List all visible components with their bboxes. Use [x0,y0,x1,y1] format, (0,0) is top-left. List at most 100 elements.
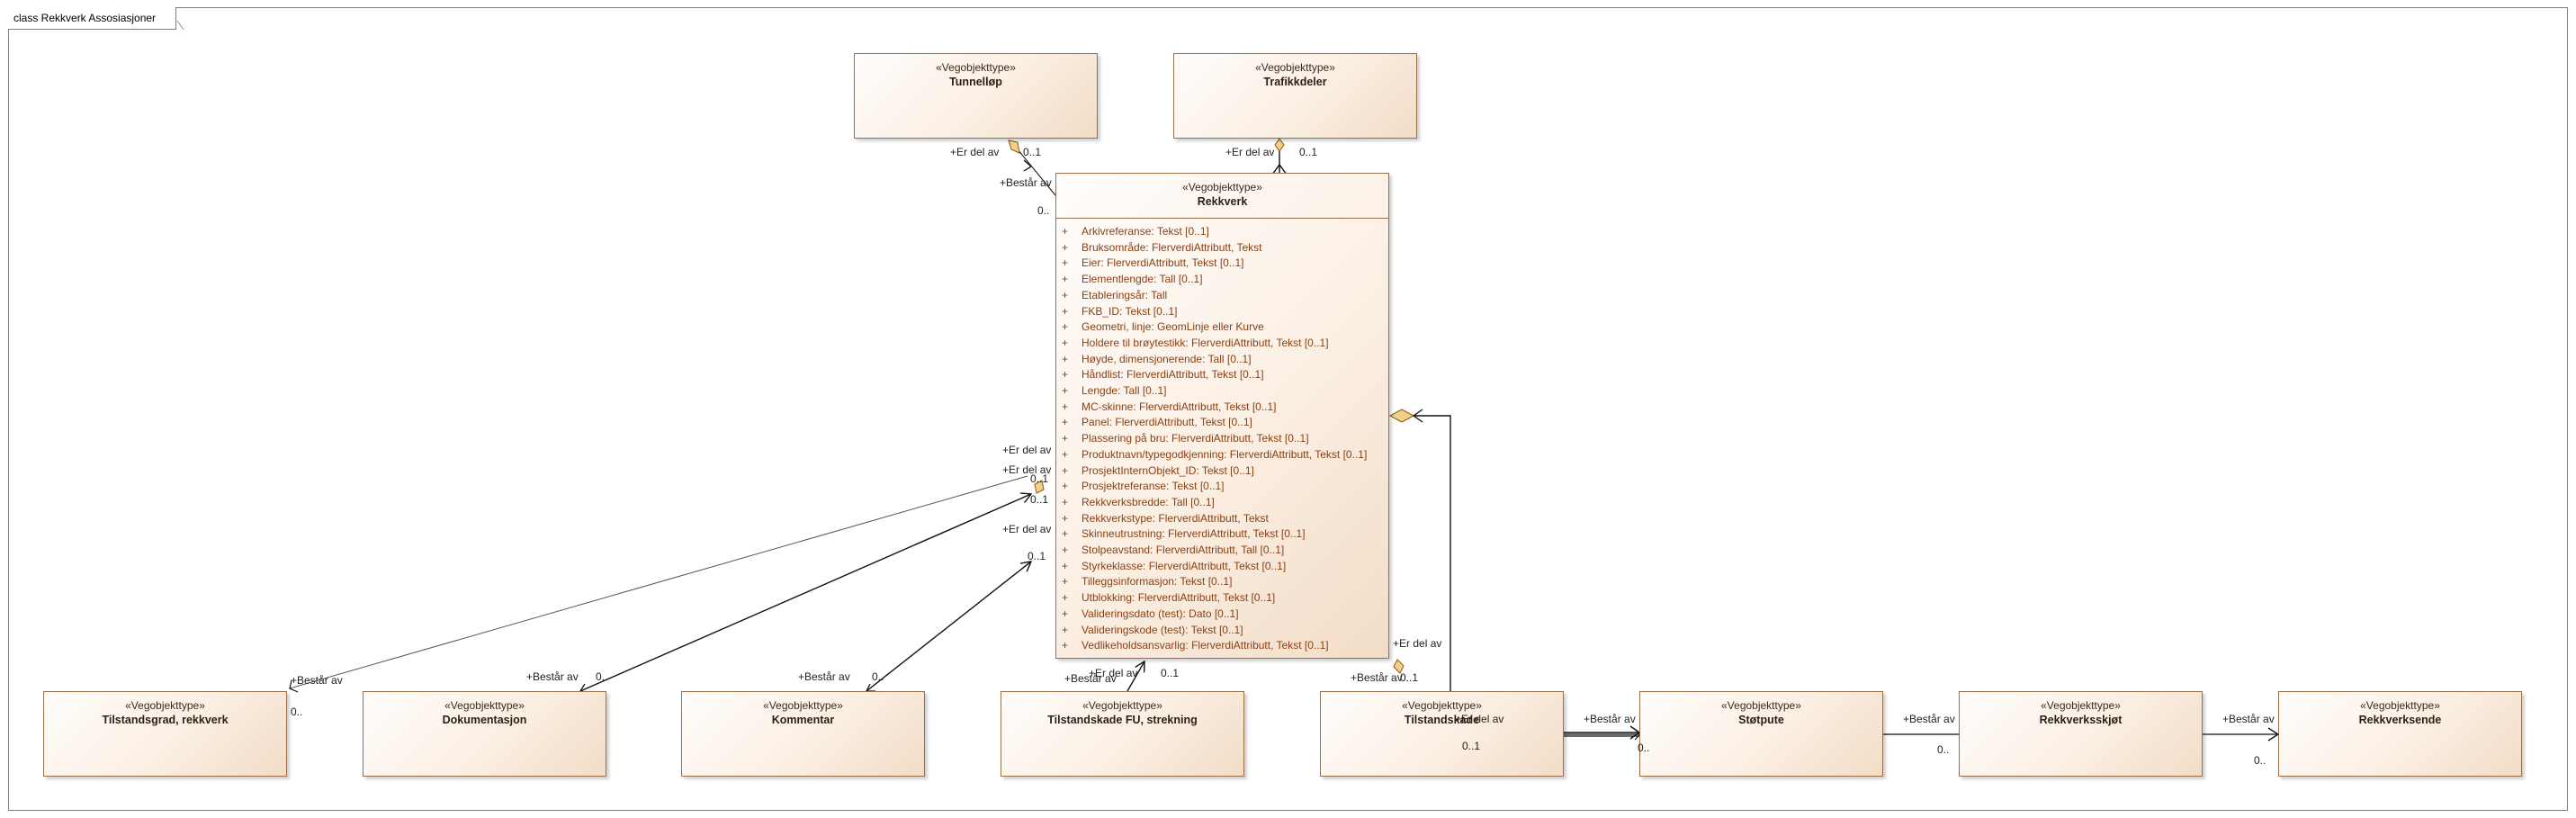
edge-tilstandsgrad [289,475,1028,689]
multiplicity-label: 0..1 [1030,493,1049,506]
visibility-marker: + [1062,240,1069,254]
multiplicity-label: 0.. [872,670,884,683]
edge-dokumentasjon [579,494,1031,692]
class-name: Rekkverksskjøt [2039,714,2123,726]
attribute-row[interactable]: +Styrkeklasse: FlerverdiAttributt, Tekst… [1062,559,1385,575]
stereotype-label: «Vegobjekttype» [2360,699,2440,712]
attribute-row[interactable]: + Bruksområde: FlerverdiAttributt, Tekst [1062,240,1385,256]
multiplicity-label: 0..1 [1030,472,1049,485]
role-label: +Er del av [1002,463,1052,476]
attribute-text: FKB_ID: Tekst [0..1] [1082,304,1178,318]
attribute-row[interactable]: + Elementlengde: Tall [0..1] [1062,272,1385,288]
attribute-text: Bruksområde: FlerverdiAttributt, Tekst [1082,240,1262,254]
role-label: +Er del av [1393,637,1442,650]
class-name: Tilstandskade [1404,714,1480,726]
multiplicity-label: 0.. [596,670,608,683]
role-label: +Består av [1584,713,1636,725]
attribute-text: Styrkeklasse: FlerverdiAttributt, Tekst … [1082,559,1287,572]
class-dokumentasjon[interactable]: «Vegobjekttype» Dokumentasjon [363,691,606,777]
class-name: Dokumentasjon [442,714,527,726]
role-label: +Består av [2222,713,2275,725]
attribute-row[interactable]: +Geometri, linje: GeomLinje eller Kurve [1062,319,1385,336]
multiplicity-label: 0.. [1638,742,1650,754]
edge-kommentar [866,562,1031,692]
visibility-marker: + [1062,336,1069,349]
attribute-row[interactable]: +Plassering på bru: FlerverdiAttributt, … [1062,431,1385,447]
attribute-row[interactable]: +Etableringsår: Tall [1062,288,1385,304]
class-rekkverksende[interactable]: «Vegobjekttype» Rekkverksende [2278,691,2522,777]
attribute-row[interactable]: +Rekkverksbredde: Tall [0..1] [1062,495,1385,511]
attribute-row[interactable]: + Valideringskode (test): Tekst [0..1] [1062,623,1385,639]
attribute-text: Tilleggsinformasjon: Tekst [0..1] [1082,575,1233,589]
attribute-row[interactable]: +MC-skinne: FlerverdiAttributt, Tekst [0… [1062,400,1385,416]
attribute-text: Skinneutrustning: FlerverdiAttributt, Te… [1082,527,1306,541]
class-trafikkdeler[interactable]: «Vegobjekttype» Trafikkdeler [1173,53,1417,139]
visibility-marker: + [1062,447,1069,461]
attribute-row[interactable]: +Lengde: Tall [0..1] [1062,383,1385,400]
class-tilstandsgrad[interactable]: «Vegobjekttype» Tilstandsgrad, rekkverk [43,691,287,777]
visibility-marker: + [1062,352,1069,365]
attribute-text: Elementlengde: Tall [0..1] [1082,273,1203,286]
attribute-row[interactable]: +Vedlikeholdsansvarlig: FlerverdiAttribu… [1062,638,1385,654]
edge-tilstandskade-fu [1126,661,1144,692]
role-label: +Er del av [1002,523,1052,535]
attribute-text: Høyde, dimensjonerende: Tall [0..1] [1082,352,1252,365]
role-label: +Består av [291,674,343,687]
visibility-marker: + [1062,544,1069,557]
class-name: Tunnelløp [949,76,1002,88]
attribute-text: Produktnavn/typegodkjenning: FlerverdiAt… [1082,447,1368,461]
class-name: Kommentar [771,714,835,726]
multiplicity-label: 0.. [291,706,303,718]
attribute-row[interactable]: +ProsjektInternObjekt_ID: Tekst [0..1] [1062,463,1385,480]
class-tilstandskade[interactable]: «Vegobjekttype» Tilstandskade [1320,691,1564,777]
attribute-row[interactable]: + Eier: FlerverdiAttributt, Tekst [0..1] [1062,256,1385,272]
attribute-row[interactable]: + Panel: FlerverdiAttributt, Tekst [0..1] [1062,415,1385,431]
attribute-text: Valideringskode (test): Tekst [0..1] [1082,623,1243,636]
visibility-marker: + [1062,416,1069,429]
visibility-marker: + [1062,623,1069,636]
role-label: +Er del av [1455,713,1504,725]
class-tunnellop[interactable]: «Vegobjekttype» Tunnelløp [854,53,1098,139]
attribute-row[interactable]: +Håndlist: FlerverdiAttributt, Tekst [0.… [1062,367,1385,383]
role-label: +Er del av [1089,667,1138,679]
visibility-marker: + [1062,368,1069,382]
attribute-row[interactable]: +Tilleggsinformasjon: Tekst [0..1] [1062,574,1385,590]
compartment-divider [1056,218,1388,219]
attribute-row[interactable]: +Valideringsdato (test): Dato [0..1] [1062,607,1385,623]
class-name: Tilstandskade FU, strekning [1047,714,1198,726]
role-label: +Består av [798,670,850,683]
attribute-row[interactable]: + Produktnavn/typegodkjenning: FlerverdiA… [1062,447,1385,463]
attribute-row[interactable]: + Høyde, dimensjonerende: Tall [0..1] [1062,352,1385,368]
attribute-text: Panel: FlerverdiAttributt, Tekst [0..1] [1082,416,1252,429]
class-tilstandskade-fu[interactable]: «Vegobjekttype» Tilstandskade FU, strekn… [1001,691,1244,777]
visibility-marker: + [1062,256,1069,270]
attribute-row[interactable]: +Skinneutrustning: FlerverdiAttributt, T… [1062,526,1385,543]
attribute-row[interactable]: +FKB_ID: Tekst [0..1] [1062,304,1385,320]
stereotype-label: «Vegobjekttype» [1402,699,1482,712]
class-name: Tilstandsgrad, rekkverk [102,714,229,726]
stereotype-label: «Vegobjekttype» [763,699,843,712]
attribute-text: Prosjektreferanse: Tekst [0..1] [1082,480,1225,493]
multiplicity-label: 0..1 [1400,671,1419,684]
multiplicity-label: 0..1 [1028,550,1046,562]
class-stotpute[interactable]: «Vegobjekttype» Støtpute [1639,691,1883,777]
visibility-marker: + [1062,273,1069,286]
visibility-marker: + [1062,511,1069,525]
attribute-row[interactable]: +Utblokking: FlerverdiAttributt, Tekst [… [1062,590,1385,607]
attribute-row[interactable]: +Rekkverkstype: FlerverdiAttributt, Teks… [1062,511,1385,527]
attribute-text: Eier: FlerverdiAttributt, Tekst [0..1] [1082,256,1244,270]
diagram-frame [8,7,2568,811]
class-kommentar[interactable]: «Vegobjekttype» Kommentar [681,691,925,777]
role-label: +Består av [1903,713,1955,725]
attribute-row[interactable]: +Stolpeavstand: FlerverdiAttributt, Tall… [1062,543,1385,559]
attribute-row[interactable]: +Holdere til brøytestikk: FlerverdiAttri… [1062,336,1385,352]
role-label: +Er del av [950,146,1000,158]
class-name: Rekkverk [1197,195,1248,208]
class-rekkverksskjot[interactable]: «Vegobjekttype» Rekkverksskjøt [1959,691,2203,777]
multiplicity-label: 0..1 [1299,146,1318,158]
attribute-row[interactable]: +Arkivreferanse: Tekst [0..1] [1062,224,1385,240]
class-rekkverk[interactable]: «Vegobjekttype» Rekkverk +Arkivreferanse… [1055,173,1389,659]
role-label: +Er del av [1225,146,1275,158]
attribute-row[interactable]: +Prosjektreferanse: Tekst [0..1] [1062,479,1385,495]
attribute-text: Arkivreferanse: Tekst [0..1] [1082,225,1209,238]
